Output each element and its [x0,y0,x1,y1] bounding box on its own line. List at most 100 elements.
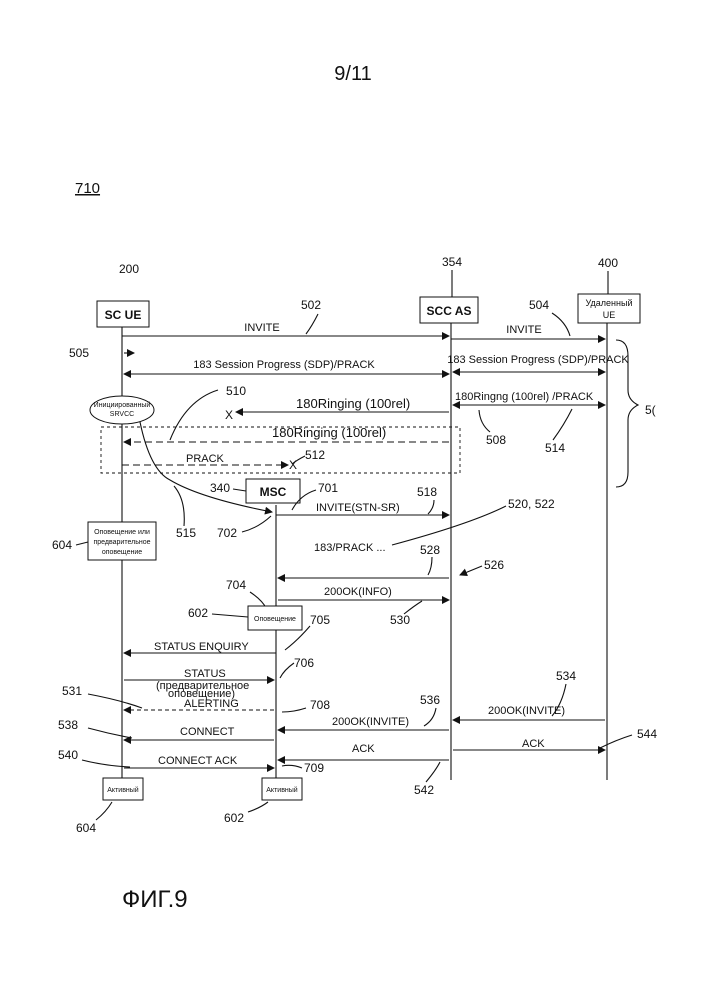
sc-ue-label: SC UE [105,308,142,322]
msc-label: MSC [260,485,287,499]
alerting-msc-label: Оповещение [254,616,296,623]
ref-520-522: 520, 522 [508,497,555,511]
leader-520 [392,506,506,545]
leader-706 [280,663,294,678]
ref-604-bottom: 604 [76,821,96,835]
msg-ringing-3-label: 180Ringing (100rel) [272,425,386,440]
leader-508 [479,410,490,432]
msg-session-progress-1-label: 183 Session Progress (SDP)/PRACK [193,359,375,371]
ref-702: 702 [217,526,237,540]
leader-502 [306,314,318,334]
ref-515: 515 [176,526,196,540]
msg-ringing-2-label: 180Ringng (100rel) /PRACK [455,391,594,403]
alerting-box-line-1: Оповещение или [94,529,150,536]
msg-ok-info-label: 200OK(INFO) [324,586,392,598]
cross-mark-1: X [225,408,233,422]
initiated-line-2: SRVCC [110,411,134,418]
ref-705: 705 [310,613,330,627]
ref-531: 531 [62,684,82,698]
msc-ref-leader [233,489,246,491]
leader-528 [428,557,432,575]
msg-alerting-label: ALERTING [184,698,239,710]
msg-ok-invite-2-label: 200OK(INVITE) [488,705,565,717]
leader-536 [424,708,436,726]
leader-504 [552,313,570,336]
msg-ringing-1-label: 180Ringing (100rel) [296,396,410,411]
msg-ack-2-label: ACK [522,738,545,750]
figure-number: 710 [75,180,100,197]
ref-528: 528 [420,543,440,557]
scc-as-label: SCC AS [427,304,472,318]
active-label-msc: Активный [266,786,298,794]
ref-701: 701 [318,481,338,495]
alerting-box-line-2: предварительное [93,539,150,546]
ref-544: 544 [637,727,657,741]
ref-512: 512 [305,448,325,462]
msg-ack-1-label: ACK [352,743,375,755]
ref-508: 508 [486,433,506,447]
msg-connect-label: CONNECT [180,726,235,738]
ref-505: 505 [69,346,89,360]
ref-708: 708 [310,698,330,712]
ref-540: 540 [58,748,78,762]
ref-518: 518 [417,485,437,499]
ref-504: 504 [529,298,549,312]
leader-518 [428,500,434,514]
leader-510 [170,390,218,440]
msg-status-enquiry-label: STATUS ENQUIRY [154,641,249,653]
ref-510: 510 [226,384,246,398]
leader-709 [282,765,302,768]
ref-5c: 5( [645,403,656,417]
pointer-526 [460,566,482,575]
initiated-line-1: Инициированный [94,401,151,409]
ref-709: 709 [304,761,324,775]
ref-502: 502 [301,298,321,312]
leader-702 [242,516,271,532]
leader-540 [82,760,130,767]
msg-ok-invite-1-label: 200OK(INVITE) [332,716,409,728]
leader-602-top [212,614,248,617]
leader-604-top [76,542,88,545]
msg-prack-183-label: 183/PRACK ... [314,542,386,554]
leader-602-bottom [248,802,268,812]
leader-604-bottom [96,802,112,820]
scc-as-ref: 354 [442,255,462,269]
remote-ue-ref: 400 [598,256,618,270]
sc-ue-ref: 200 [119,262,139,276]
leader-544 [600,735,632,748]
active-label-sc-ue: Активный [107,786,139,794]
leader-514 [553,409,572,440]
ref-534: 534 [556,669,576,683]
ref-602-bottom: 602 [224,811,244,825]
alerting-box-line-3: оповещение [102,549,142,556]
page-number: 9/11 [334,63,371,85]
ref-530: 530 [390,613,410,627]
leader-538 [88,728,132,738]
msg-status-label: STATUS [184,668,226,680]
msg-invite-stn-label: INVITE(STN-SR) [316,502,400,514]
ref-542: 542 [414,783,434,797]
msg-session-progress-2-label: 183 Session Progress (SDP)/PRACK [447,354,629,366]
msg-prack-label: PRACK [186,453,225,465]
leader-531 [88,694,142,708]
leader-515 [174,486,184,526]
msc-ref: 340 [210,481,230,495]
leader-708 [282,708,306,712]
leader-530 [404,601,422,614]
ref-706: 706 [294,656,314,670]
msg-invite-1-label: INVITE [244,322,279,334]
remote-ue-label-1: Удаленный [586,298,633,308]
msg-invite-2-label: INVITE [506,324,541,336]
figure-caption: ФИГ.9 [122,886,188,913]
cross-mark-2: X [289,458,297,472]
ref-604-top: 604 [52,538,72,552]
remote-ue-label-2: UE [603,310,616,320]
ref-536: 536 [420,693,440,707]
ref-602-top: 602 [188,606,208,620]
ref-704: 704 [226,578,246,592]
leader-542 [426,762,440,782]
msg-connect-ack-label: CONNECT ACK [158,755,238,767]
ref-514: 514 [545,441,565,455]
initiated-srvcc-ellipse [90,396,154,424]
